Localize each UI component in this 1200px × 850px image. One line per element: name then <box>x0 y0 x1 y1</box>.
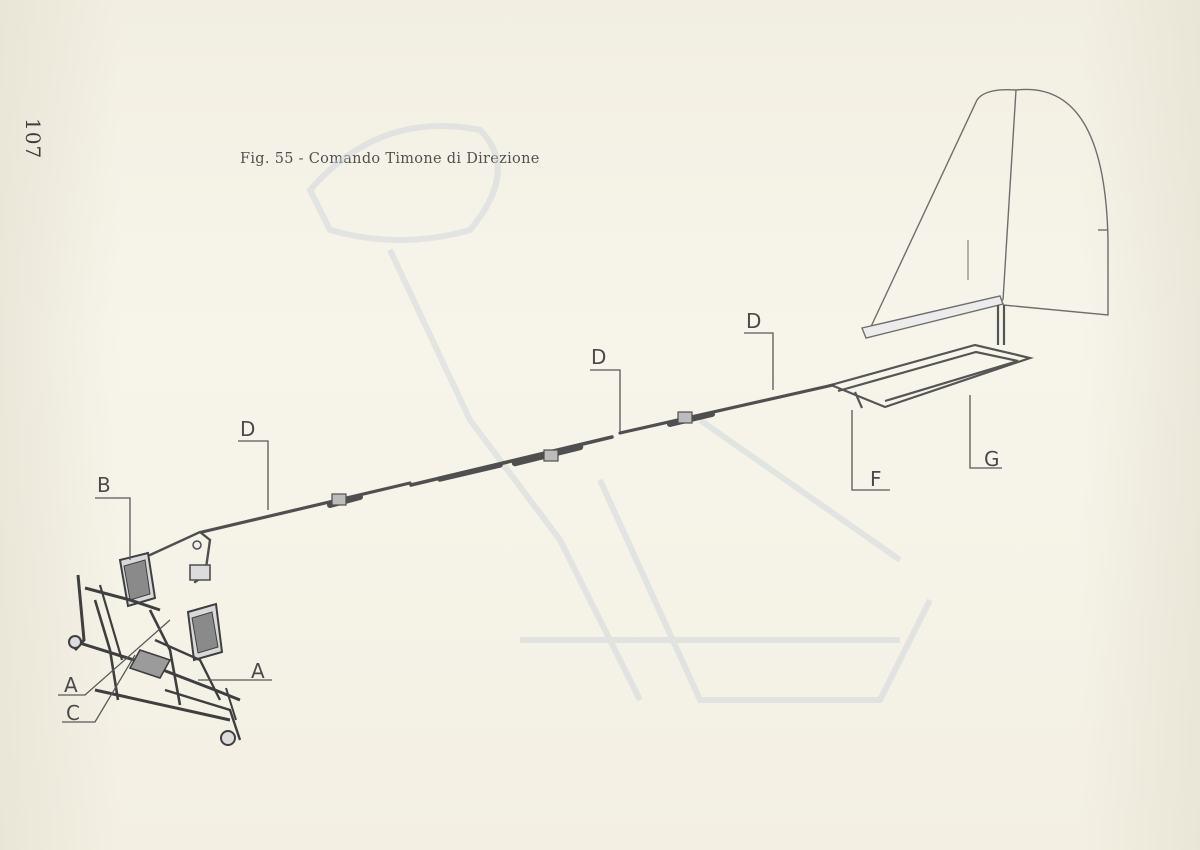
leader-lines <box>58 332 1002 723</box>
label-a-right: A <box>251 659 265 683</box>
label-d-mid: D <box>591 345 606 369</box>
label-d-right: D <box>746 309 761 333</box>
label-d-left: D <box>240 417 255 441</box>
label-a-left: A <box>64 673 78 697</box>
diagram-labels: B D D D F G A A C <box>64 309 1000 725</box>
rudder-horn-frame <box>827 305 1034 409</box>
label-f: F <box>870 467 882 491</box>
label-b: B <box>97 473 111 497</box>
figure-caption: Fig. 55 - Comando Timone di Direzione <box>240 151 540 167</box>
label-g: G <box>984 447 1000 471</box>
pedal-assembly <box>68 551 242 746</box>
label-c: C <box>66 701 80 725</box>
bleed-through-ghost <box>306 123 933 703</box>
rudder-fin <box>861 88 1109 339</box>
control-rod-assembly <box>148 383 835 584</box>
